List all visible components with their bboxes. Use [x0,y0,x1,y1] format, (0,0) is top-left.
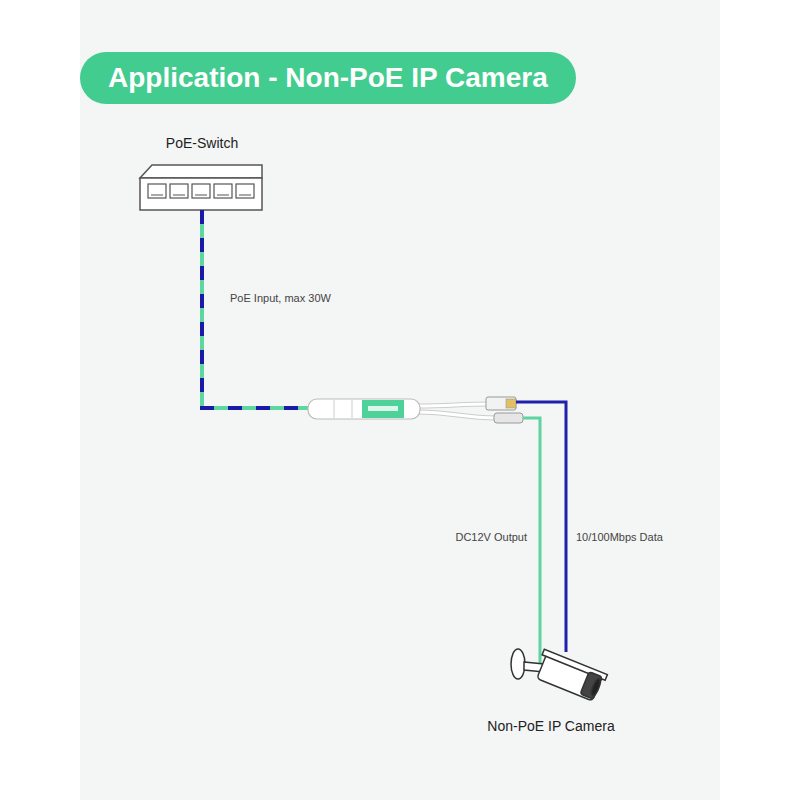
title-band: Application - Non-PoE IP Camera [80,52,576,104]
poe-cable [202,210,312,408]
cable-label: DC12V Output [455,531,527,543]
camera-symbol [511,649,607,702]
switch-node: PoE-Switch [166,135,238,151]
camera-node: Non-PoE IP Camera [487,718,614,734]
cable-label: PoE Input, max 30W [230,292,331,304]
poe-cable-dash [202,210,312,408]
device-label: PoE-Switch [166,135,238,151]
device-label: Non-PoE IP Camera [487,718,614,734]
panel [80,0,720,800]
poe-splitter [308,397,523,423]
switch-symbol [140,165,262,210]
cable-label: 10/100Mbps Data [576,531,663,543]
